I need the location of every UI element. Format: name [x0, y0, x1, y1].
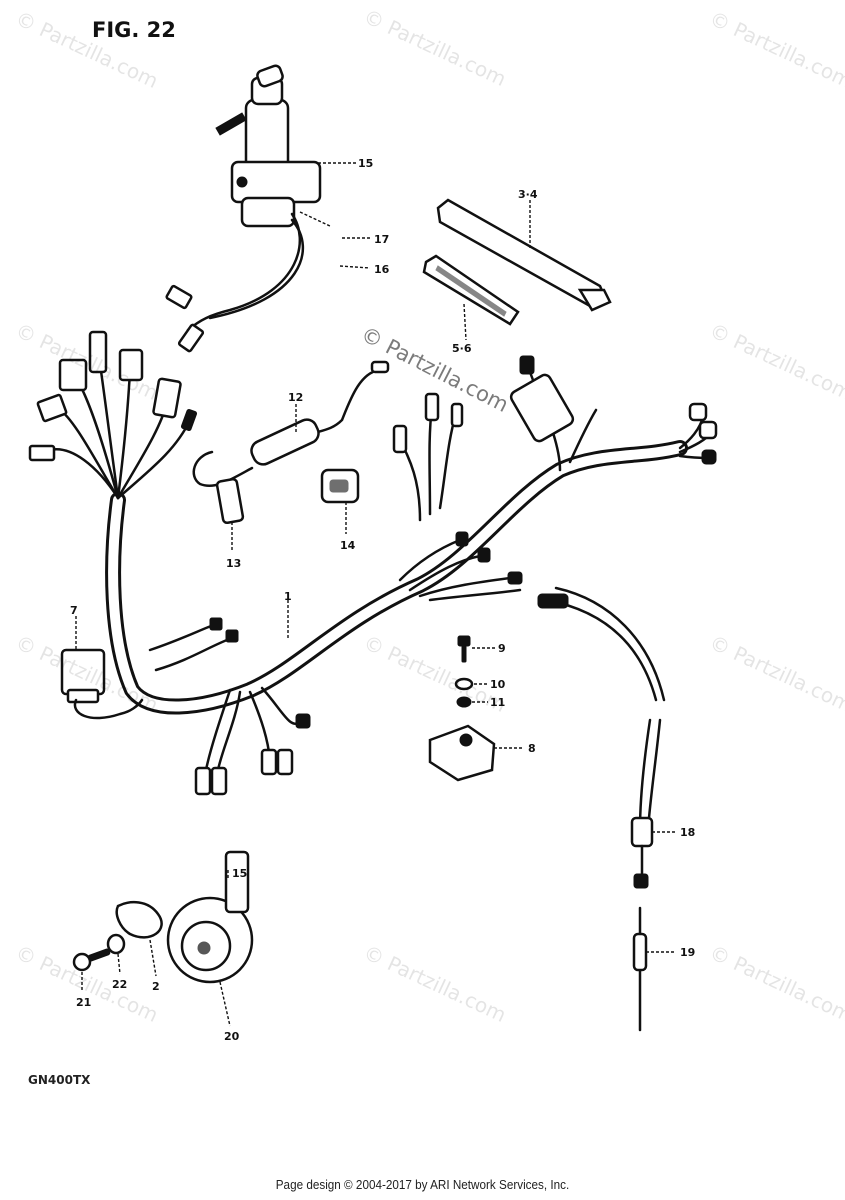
relay[interactable] — [60, 648, 144, 720]
callout-7: 7 — [70, 604, 78, 617]
callout-14: 14 — [340, 539, 356, 552]
sub-harness[interactable] — [537, 586, 666, 1032]
callout-18: 18 — [680, 826, 695, 839]
callout-19: 19 — [680, 946, 695, 959]
callout-9: 9 — [498, 642, 506, 655]
callout-3-4: 3·4 — [518, 188, 538, 201]
callout-5-6: 5·6 — [452, 342, 472, 355]
figure-title: FIG. 22 — [92, 18, 176, 42]
callout-leaders — [75, 162, 676, 1027]
horn-bolt[interactable] — [72, 948, 111, 972]
lock-washer[interactable] — [456, 696, 472, 708]
callout-11: 11 — [490, 696, 505, 709]
bolt[interactable] — [457, 635, 471, 663]
horn-washer[interactable] — [106, 933, 126, 955]
callout-21: 21 — [76, 996, 91, 1009]
fuse[interactable] — [215, 477, 245, 525]
wiring-harness-diagram: 15 17 16 3·4 5·6 12 13 14 7 1 9 10 11 8 … — [28, 64, 718, 1043]
horn[interactable] — [166, 850, 254, 984]
callout-labels: 15 17 16 3·4 5·6 12 13 14 7 1 9 10 11 8 … — [70, 157, 695, 1043]
callout-13: 13 — [226, 557, 241, 570]
washer[interactable] — [454, 677, 474, 691]
callout-15-ignition: 15 — [358, 157, 373, 170]
model-code: GN400TX — [28, 1073, 91, 1087]
callout-15-horn: 15 — [232, 867, 247, 880]
fuse-cap[interactable] — [320, 468, 360, 504]
main-wiring-harness[interactable] — [28, 330, 718, 796]
turn-signal-unit[interactable] — [428, 724, 496, 782]
ignition-switch[interactable] — [165, 64, 322, 353]
page-footer: Page design © 2004-2017 by ARI Network S… — [275, 1177, 570, 1192]
callout-20: 20 — [224, 1030, 240, 1043]
callout-17: 17 — [374, 233, 389, 246]
callout-12: 12 — [288, 391, 303, 404]
callout-22: 22 — [112, 978, 127, 991]
rubber-pad[interactable] — [422, 254, 520, 326]
callout-10: 10 — [490, 678, 506, 691]
callout-2: 2 — [152, 980, 160, 993]
callout-1: 1 — [284, 590, 292, 603]
fuse-holder[interactable] — [192, 360, 390, 487]
callout-16: 16 — [374, 263, 390, 276]
horn-bracket[interactable] — [115, 900, 163, 939]
rubber-strap[interactable] — [436, 198, 612, 312]
callout-8: 8 — [528, 742, 536, 755]
